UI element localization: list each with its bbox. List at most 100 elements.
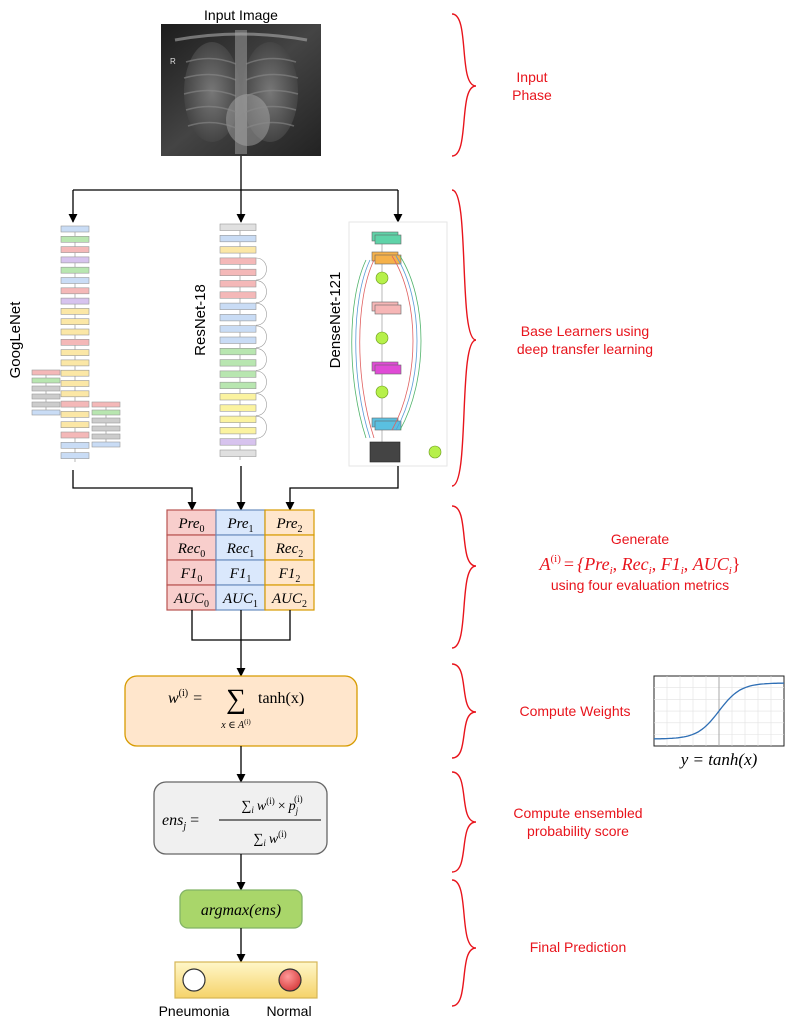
layer-block — [91, 409, 121, 416]
layer-block — [219, 381, 257, 390]
phase-base-line2: deep transfer learning — [517, 341, 653, 357]
tanh-plot: y = tanh(x) — [653, 675, 785, 769]
class-label-pneumonia: Pneumonia — [159, 1003, 230, 1019]
metric-cell — [215, 559, 266, 586]
phase-weights-label: Compute Weights — [519, 703, 630, 719]
metric-cell — [166, 534, 217, 561]
resnet-architecture — [219, 223, 267, 460]
googlenet-architecture — [31, 225, 121, 462]
concat-node — [375, 271, 389, 285]
layer-block — [60, 431, 90, 439]
metric-cell-label: Rec1 — [226, 541, 254, 560]
dense-connection — [351, 259, 367, 439]
phase-final-label: Final Prediction — [530, 939, 627, 955]
phase-ensemble-line2: probability score — [527, 823, 629, 839]
skip-connection — [255, 370, 267, 394]
layer-block — [60, 380, 90, 387]
phase-input-line2: Phase — [512, 87, 552, 103]
layer-block — [31, 385, 61, 392]
layer-block — [31, 409, 61, 416]
dense-connection — [391, 255, 414, 431]
layer-block — [31, 377, 61, 384]
class-label-normal: Normal — [266, 1003, 311, 1019]
densenet-input-thumb — [369, 441, 401, 463]
layer-block — [31, 401, 61, 408]
layer-block — [60, 411, 90, 418]
metric-cell-label: Pre1 — [226, 516, 253, 535]
concat-node — [375, 331, 389, 345]
layer-block — [219, 438, 257, 446]
layer-block — [91, 441, 121, 448]
metric-cell-label: F10 — [180, 566, 203, 585]
layer-block — [60, 369, 90, 377]
metric-cell-label: F12 — [278, 566, 301, 585]
skip-connection — [255, 415, 267, 439]
metric-cell-label: Rec0 — [177, 541, 205, 560]
layer-block — [374, 364, 402, 375]
input-xray-image: R — [161, 24, 321, 156]
layer-block — [219, 336, 257, 344]
layer-block — [60, 308, 90, 315]
model-label-googlenet: GoogLeNet — [7, 301, 24, 379]
layer-block — [219, 449, 257, 457]
skip-connection — [255, 302, 267, 326]
layer-block — [60, 452, 90, 459]
input-image-title: Input Image — [204, 7, 278, 23]
ensemble-lhs: ensj= — [162, 812, 199, 832]
layer-block — [219, 257, 257, 265]
phase-generate-formula: A(i)={Prei, Reci, F1i, AUCi} — [539, 553, 741, 577]
model-label-resnet: ResNet-18 — [192, 284, 209, 356]
layer-block — [60, 441, 90, 449]
layer-block — [219, 314, 257, 322]
metric-cell-label: Pre0 — [177, 516, 204, 535]
layer-block — [219, 404, 257, 412]
layer-block — [31, 369, 61, 376]
concat-node — [375, 385, 389, 399]
branch-arrows — [68, 156, 403, 223]
phase-ensemble-line1: Compute ensembled — [513, 805, 642, 821]
layer-block — [60, 297, 90, 305]
densenet-architecture — [348, 221, 448, 467]
weight-rhs: tanh(x) — [258, 690, 304, 707]
normal-indicator — [278, 968, 302, 992]
layer-block — [60, 266, 90, 274]
layer-block — [60, 256, 90, 264]
layer-block — [60, 338, 90, 346]
skip-connection — [255, 348, 267, 371]
dense-connection — [399, 255, 422, 431]
phase-base-line1: Base Learners using — [521, 323, 649, 339]
metric-cell-label: AUC1 — [222, 591, 258, 610]
dense-connection — [355, 259, 371, 439]
layer-block — [60, 246, 90, 253]
argmax-box: argmax(ens) — [179, 889, 303, 929]
layer-block — [60, 236, 90, 243]
layer-block — [219, 302, 257, 310]
metric-cell — [264, 509, 315, 536]
dense-connection — [359, 259, 375, 439]
skip-connection — [255, 325, 267, 349]
metric-cell — [166, 584, 217, 611]
layer-block — [374, 420, 402, 431]
layer-block — [374, 304, 402, 315]
layer-block — [219, 347, 257, 356]
layer-block — [219, 359, 257, 367]
phase-braces — [451, 13, 477, 1007]
phase-input-line1: Input — [516, 69, 547, 85]
layer-block — [91, 417, 121, 424]
merge-arrows — [72, 466, 399, 511]
dense-connection — [395, 255, 418, 431]
layer-block — [219, 223, 257, 231]
layer-block — [60, 421, 90, 429]
layer-block — [60, 277, 90, 284]
metric-cell — [264, 584, 315, 611]
layer-block — [219, 415, 257, 423]
skip-connection — [255, 257, 267, 281]
weight-sum-sign: ∑ — [226, 684, 246, 715]
weight-lhs: w(i)= — [168, 688, 202, 707]
layer-block — [219, 246, 257, 254]
pneumonia-indicator — [182, 968, 206, 992]
layer-block — [91, 425, 121, 432]
